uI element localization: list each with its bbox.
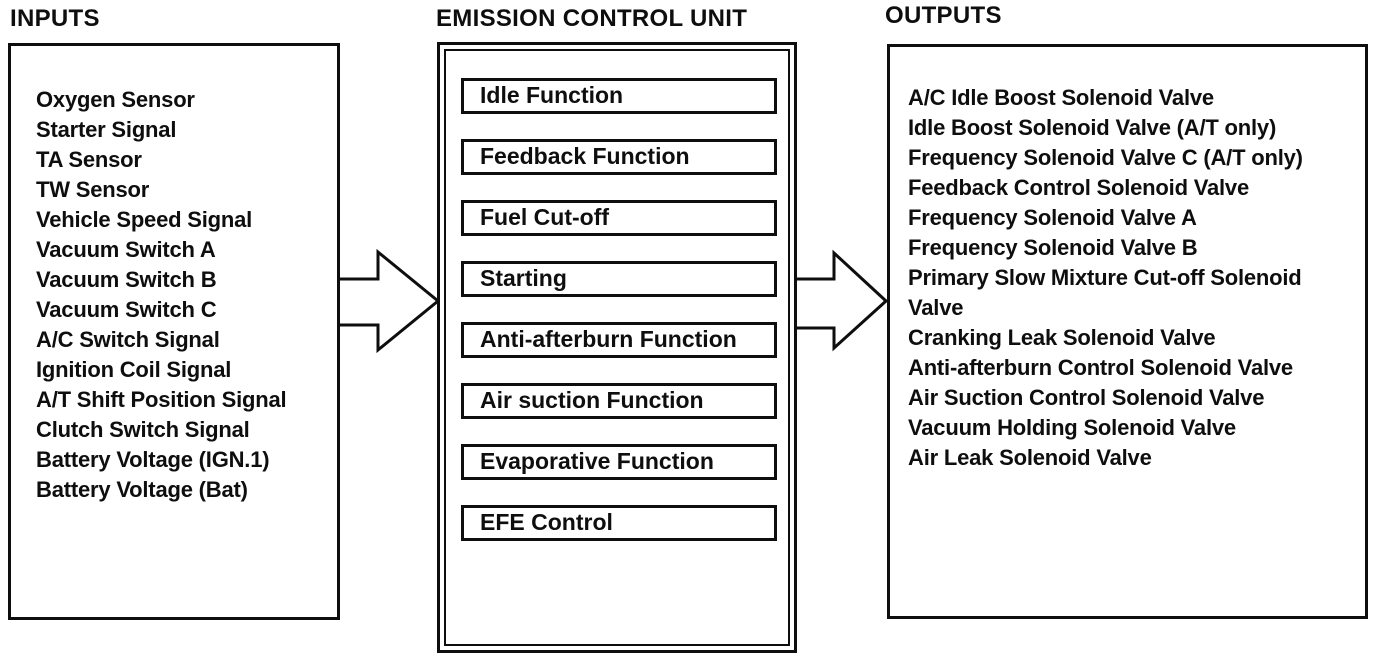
ecu-function-box: Idle Function xyxy=(461,78,777,114)
ecu-section-label: EMISSION CONTROL UNIT xyxy=(436,5,748,32)
input-item: Vacuum Switch C xyxy=(36,297,217,322)
input-item: Starter Signal xyxy=(36,117,177,142)
ecu-function-box: Starting xyxy=(461,261,777,297)
output-item: Cranking Leak Solenoid Valve xyxy=(908,325,1216,350)
input-item: Vacuum Switch B xyxy=(36,267,217,292)
flow-arrow-ecu-to-outputs-icon xyxy=(797,249,888,352)
output-item: Air Suction Control Solenoid Valve xyxy=(908,385,1265,410)
input-item: Vacuum Switch A xyxy=(36,237,216,262)
ecu-function-box: Evaporative Function xyxy=(461,444,777,480)
flow-arrow-inputs-to-ecu-icon xyxy=(340,248,441,354)
output-item: Air Leak Solenoid Valve xyxy=(908,445,1152,470)
output-item: Anti-afterburn Control Solenoid Valve xyxy=(908,355,1293,380)
inputs-section-label: INPUTS xyxy=(10,5,100,32)
input-item: Vehicle Speed Signal xyxy=(36,207,253,232)
input-item: Oxygen Sensor xyxy=(36,87,195,112)
outputs-section-label: OUTPUTS xyxy=(885,2,1002,29)
ecu-function-box: Fuel Cut-off xyxy=(461,200,777,236)
ecu-function-box: EFE Control xyxy=(461,505,777,541)
ecu-function-box: Feedback Function xyxy=(461,139,777,175)
output-item: Primary Slow Mixture Cut-off Solenoid Va… xyxy=(908,265,1302,320)
input-item: TW Sensor xyxy=(36,177,150,202)
input-item: Battery Voltage (Bat) xyxy=(36,477,248,502)
output-item: A/C Idle Boost Solenoid Valve xyxy=(908,85,1214,110)
input-item: Ignition Coil Signal xyxy=(36,357,232,382)
input-item: TA Sensor xyxy=(36,147,142,172)
ecu-function-box: Anti-afterburn Function xyxy=(461,322,777,358)
output-item: Vacuum Holding Solenoid Valve xyxy=(908,415,1236,440)
output-item: Frequency Solenoid Valve A xyxy=(908,205,1197,230)
output-item: Feedback Control Solenoid Valve xyxy=(908,175,1249,200)
input-item: A/C Switch Signal xyxy=(36,327,220,352)
input-item: Battery Voltage (IGN.1) xyxy=(36,447,270,472)
input-item: Clutch Switch Signal xyxy=(36,417,250,442)
output-item: Frequency Solenoid Valve C (A/T only) xyxy=(908,145,1303,170)
output-item: Frequency Solenoid Valve B xyxy=(908,235,1198,260)
ecu-function-box: Air suction Function xyxy=(461,383,777,419)
input-item: A/T Shift Position Signal xyxy=(36,387,287,412)
output-item: Idle Boost Solenoid Valve (A/T only) xyxy=(908,115,1277,140)
